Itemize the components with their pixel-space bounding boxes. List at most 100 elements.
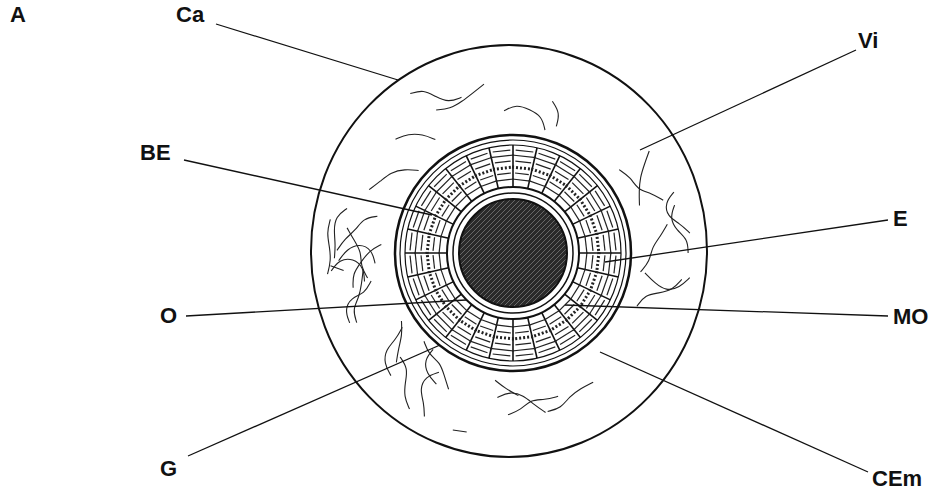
segment-striation xyxy=(512,155,536,158)
vein xyxy=(369,170,419,190)
segment-striation xyxy=(496,325,514,327)
segment-striation xyxy=(560,161,575,170)
segment-striation xyxy=(608,230,611,254)
segment-striation xyxy=(512,325,530,327)
inner-ring-wall xyxy=(453,193,573,313)
segment-striation xyxy=(529,319,546,325)
segment-striation xyxy=(585,252,587,270)
segment-striation xyxy=(531,169,551,176)
segment-striation xyxy=(475,337,490,342)
vein xyxy=(641,224,668,272)
segment-striation xyxy=(436,176,453,193)
segment-striation xyxy=(429,215,436,235)
segment-striation xyxy=(603,255,605,271)
segment-striation xyxy=(480,326,493,331)
segment-striation xyxy=(536,164,551,169)
segment-striation xyxy=(512,337,533,339)
vein xyxy=(410,91,461,100)
segment-wall xyxy=(554,169,580,202)
segment-striation xyxy=(539,153,556,159)
segment-striation xyxy=(555,329,575,342)
segment-striation xyxy=(533,175,546,180)
segment-striation xyxy=(451,161,466,170)
segment-striation xyxy=(421,255,423,271)
segment-striation xyxy=(436,313,453,330)
segment-striation xyxy=(427,233,429,254)
segment-striation xyxy=(441,220,447,237)
segment-striation xyxy=(452,192,462,202)
segment-striation xyxy=(493,354,511,356)
segment-striation xyxy=(424,295,437,315)
segment-striation xyxy=(566,185,581,200)
segment-striation xyxy=(441,269,447,286)
segment-striation xyxy=(564,304,574,314)
segment-striation xyxy=(471,153,488,159)
segment-striation xyxy=(590,271,597,291)
vein xyxy=(453,430,467,432)
segment-striation xyxy=(493,337,514,339)
segment-striation xyxy=(429,271,436,291)
vein xyxy=(645,273,690,289)
segment-striation xyxy=(410,256,412,274)
segment-striation xyxy=(597,276,602,291)
segment-striation xyxy=(424,191,437,211)
vein xyxy=(347,281,372,323)
segment-striation xyxy=(480,175,493,180)
leader-line xyxy=(565,305,888,316)
segment-striation xyxy=(579,319,592,332)
segment-striation xyxy=(536,337,551,342)
vein xyxy=(421,372,439,416)
segment-striation xyxy=(495,161,511,163)
segment-striation xyxy=(421,235,423,251)
segment-striation xyxy=(595,191,604,206)
segment-striation xyxy=(516,354,534,356)
leader-line xyxy=(600,352,868,472)
vein xyxy=(354,269,363,322)
segment-striation xyxy=(586,220,591,233)
segment-striation xyxy=(516,150,534,152)
vein xyxy=(639,151,649,205)
outer-capsule xyxy=(311,45,707,457)
segment-striation xyxy=(493,167,514,169)
vein xyxy=(436,84,484,110)
segment-striation xyxy=(445,306,460,321)
vein xyxy=(334,208,347,258)
segment-striation xyxy=(410,233,412,251)
segment-striation xyxy=(607,211,613,228)
leader-line xyxy=(184,160,432,215)
segment-striation xyxy=(512,167,533,169)
segment-wall xyxy=(565,294,598,320)
segment-striation xyxy=(589,191,602,211)
segment-striation xyxy=(566,306,581,321)
vein xyxy=(327,219,330,274)
segment-striation xyxy=(439,236,441,254)
segment-striation xyxy=(434,319,447,332)
vein xyxy=(672,205,688,253)
segment-striation xyxy=(451,164,471,177)
segment-striation xyxy=(490,348,514,351)
part-label: MO xyxy=(893,306,928,328)
vein xyxy=(637,279,682,306)
inner-ring-wall xyxy=(447,187,579,319)
segment-striation xyxy=(493,150,511,152)
segment-striation xyxy=(560,335,575,344)
part-label: BE xyxy=(140,142,171,164)
vein xyxy=(331,259,364,281)
ring-wall-line xyxy=(405,145,621,361)
segment-striation xyxy=(413,279,419,296)
segment-striation xyxy=(415,230,418,254)
segment-striation xyxy=(579,174,592,187)
segment-striation xyxy=(564,192,574,202)
part-label: O xyxy=(160,305,177,327)
vein xyxy=(400,357,409,409)
leader-line xyxy=(640,50,856,150)
segment-striation xyxy=(515,161,531,163)
segment-striation xyxy=(591,255,593,269)
segment-striation xyxy=(595,300,604,315)
segment-striation xyxy=(427,252,429,273)
ring-wall-line xyxy=(400,140,626,366)
segment-striation xyxy=(585,236,587,254)
leader-line xyxy=(188,345,440,456)
vein xyxy=(353,245,381,288)
segment-striation xyxy=(589,295,602,315)
